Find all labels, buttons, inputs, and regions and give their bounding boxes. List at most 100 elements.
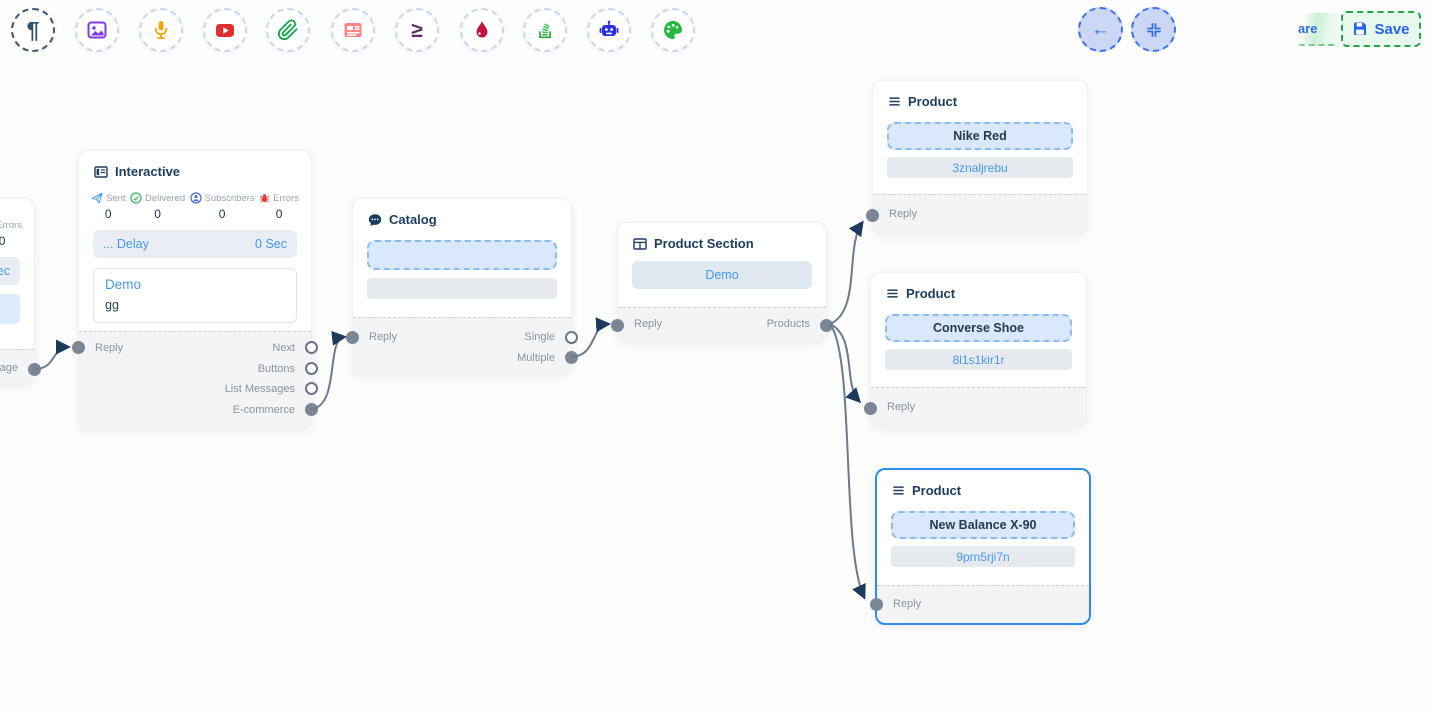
video-block-button[interactable] (203, 8, 247, 52)
port-reply-in[interactable] (346, 331, 359, 344)
interactive-node[interactable]: Interactive Sent 0 Delivered 0 Subscribe… (72, 150, 318, 430)
output-label-buttons: Buttons (257, 363, 295, 375)
port-multiple-out[interactable] (565, 351, 578, 364)
port-reply-in[interactable] (866, 209, 879, 222)
interactive-node-footer: Reply Next Buttons List Messages E-comme… (79, 331, 311, 429)
port-products-out[interactable] (820, 319, 833, 332)
catalog-dropzone[interactable] (367, 240, 557, 270)
sequence-block-button[interactable] (523, 8, 567, 52)
stat-label: Errors (0, 219, 22, 231)
stat-value: 0 (0, 234, 6, 248)
catalog-placeholder-box[interactable] (367, 278, 557, 299)
port-ecommerce-out[interactable] (305, 403, 318, 416)
product-code: 3znaljrebu (952, 160, 1008, 175)
product-section-node-header: Product Section (618, 223, 826, 258)
product-name-box[interactable]: New Balance X-90 (891, 511, 1075, 539)
input-label-reply: Reply (893, 598, 922, 610)
template-block-button[interactable] (331, 8, 375, 52)
send-icon (91, 192, 103, 204)
interactive-message-box[interactable]: Demo gg (93, 268, 297, 323)
interactive-node-header: Interactive (79, 151, 311, 186)
greater-equal-icon: ≥ (411, 18, 423, 42)
message-node-stats: Sent 0 Delivered 0 Subscribers 0 Errors … (0, 219, 34, 249)
product-code-box[interactable]: 9prn5rji7n (891, 546, 1075, 567)
message-node-partial[interactable]: Sent 0 Delivered 0 Subscribers 0 Errors … (0, 198, 41, 385)
palette-icon (661, 18, 685, 42)
product-node-1[interactable]: Product Nike Red 3znaljrebu Reply (866, 80, 1088, 235)
save-button[interactable]: Save (1341, 11, 1421, 47)
message-node-footer: Message (0, 349, 34, 384)
input-label-reply: Reply (95, 342, 124, 354)
back-button[interactable]: ← (1078, 7, 1123, 52)
robot-icon (597, 18, 621, 42)
product-name-box[interactable]: Nike Red (887, 122, 1073, 150)
port-single-out[interactable] (565, 331, 578, 344)
floppy-icon (1352, 21, 1368, 37)
stat-sent: Sent 0 (91, 192, 126, 221)
catalog-node[interactable]: Catalog Reply Single Multiple (346, 198, 578, 376)
product-name-box[interactable]: Converse Shoe (885, 314, 1072, 342)
design-block-button[interactable] (651, 8, 695, 52)
output-label-ecommerce: E-commerce (232, 404, 295, 416)
product-name: Converse Shoe (932, 321, 1024, 335)
product-node-footer: Reply (871, 387, 1086, 427)
delay-value: 0 Sec (0, 264, 10, 278)
node-title: Product (906, 286, 956, 301)
catalog-node-header: Catalog (353, 199, 571, 234)
catalog-node-footer: Reply Single Multiple (353, 317, 571, 375)
product-section-node[interactable]: Product Section Demo Reply Products (611, 222, 833, 343)
stat-value: 0 (275, 207, 283, 221)
port-reply-in[interactable] (611, 319, 624, 332)
port-reply-in[interactable] (870, 598, 883, 611)
edge-products-to-product1 (829, 220, 864, 325)
node-title: Product (912, 483, 962, 498)
product-code-box[interactable]: 3znaljrebu (887, 157, 1073, 178)
output-label-list-messages: List Messages (224, 383, 295, 395)
product-code: 9prn5rji7n (956, 549, 1010, 564)
product-code: 8l1s1kir1r (952, 352, 1005, 367)
delay-value: 0 Sec (255, 237, 287, 251)
port-list-messages-out[interactable] (305, 382, 318, 395)
product-node-3[interactable]: Product New Balance X-90 9prn5rji7n Repl… (870, 468, 1091, 625)
port-reply-in[interactable] (864, 402, 877, 415)
share-button-partial[interactable]: are (1298, 13, 1338, 46)
drip-block-button[interactable] (460, 8, 504, 52)
stat-label: Sent (106, 192, 126, 204)
node-title: Interactive (115, 164, 181, 179)
image-block-button[interactable] (75, 8, 119, 52)
demo-label: Demo (705, 268, 739, 282)
fit-view-button[interactable] (1131, 7, 1176, 52)
delay-row[interactable]: ... Delay 0 Sec (0, 257, 20, 285)
stat-errors: Errors 0 (259, 192, 299, 221)
port-next-out[interactable] (305, 341, 318, 354)
port-message-out[interactable] (28, 363, 41, 376)
input-label-reply: Reply (369, 331, 398, 343)
file-block-button[interactable] (266, 8, 310, 52)
condition-block-button[interactable]: ≥ (395, 8, 439, 52)
arrow-left-icon: ← (1091, 18, 1110, 40)
delay-row[interactable]: ... Delay 0 Sec (93, 230, 297, 258)
message-body-box[interactable] (0, 294, 20, 324)
message-body: gg (105, 298, 119, 312)
stat-value: 0 (104, 207, 112, 221)
bot-block-button[interactable] (587, 8, 631, 52)
node-title: Catalog (389, 212, 437, 227)
node-title: Product Section (654, 236, 754, 251)
audio-block-button[interactable] (139, 8, 183, 52)
drop-icon (471, 19, 493, 41)
product-node-2[interactable]: Product Converse Shoe 8l1s1kir1r Reply (864, 272, 1087, 428)
product-section-node-footer: Reply Products (618, 307, 826, 342)
port-buttons-out[interactable] (305, 362, 318, 375)
product-code-box[interactable]: 8l1s1kir1r (885, 349, 1072, 370)
youtube-icon (213, 18, 237, 42)
product-section-demo-box[interactable]: Demo (632, 261, 812, 289)
stat-label: Subscribers (204, 192, 255, 204)
output-label-products: Products (766, 318, 810, 330)
hamburger-icon (892, 484, 905, 497)
text-block-button[interactable]: ¶ (11, 8, 55, 52)
message-title: Demo (105, 277, 142, 292)
stat-label: Delivered (144, 192, 186, 204)
port-reply-in[interactable] (72, 341, 85, 354)
paragraph-icon: ¶ (26, 16, 40, 43)
hamburger-icon (886, 287, 899, 300)
